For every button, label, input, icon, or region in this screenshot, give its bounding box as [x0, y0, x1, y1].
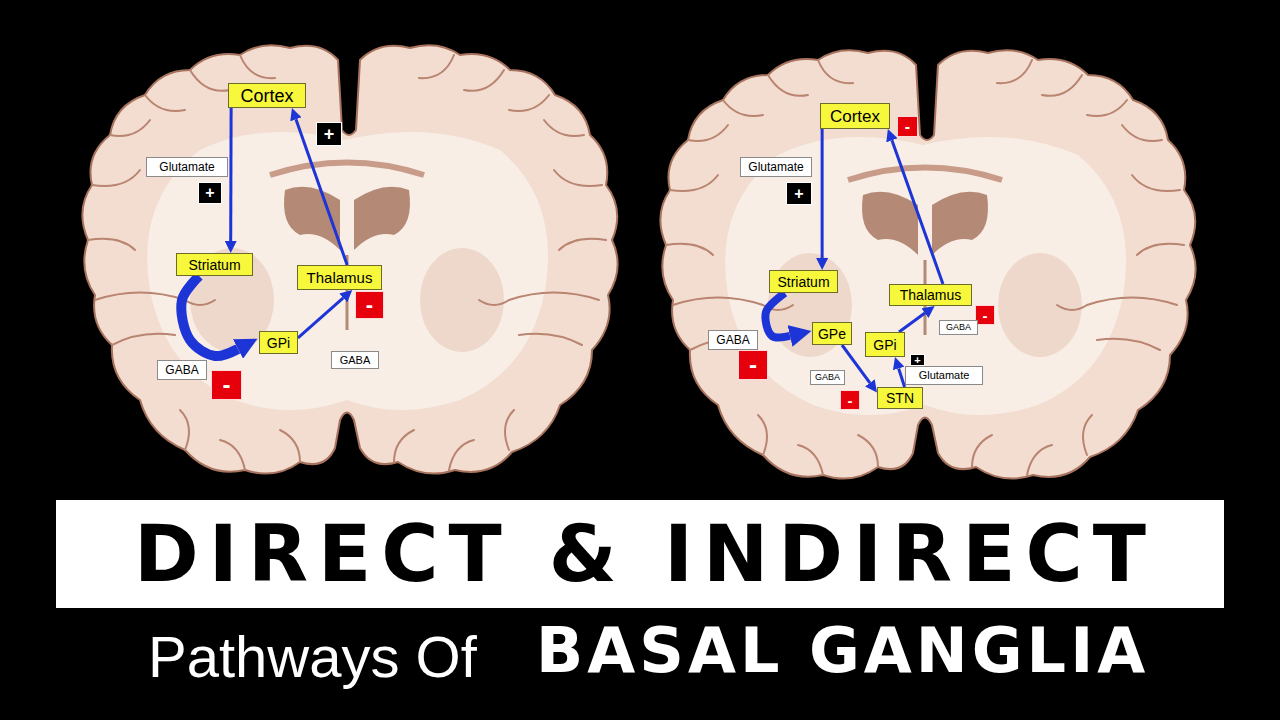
- node-text: +: [794, 186, 803, 202]
- pathway-arrow: [892, 140, 943, 284]
- brain-section: [660, 50, 1195, 478]
- node-text: GABA: [716, 334, 749, 346]
- transmitter-label: GABA: [939, 320, 978, 335]
- node-text: +: [914, 355, 920, 366]
- node-text: GPe: [818, 327, 846, 341]
- node-text: -: [983, 308, 988, 323]
- node-text: Cortex: [240, 87, 293, 105]
- transmitter-label: Glutamate: [905, 366, 983, 385]
- transmitter-label: GABA: [157, 360, 207, 380]
- inhibitory-sign: -: [975, 305, 995, 325]
- node-text: Striatum: [777, 275, 829, 289]
- node-text: -: [366, 294, 373, 316]
- excitatory-sign: +: [198, 182, 222, 204]
- node-text: DIRECT & INDIRECT: [134, 515, 1156, 593]
- inhibitory-sign: -: [840, 390, 860, 410]
- node-text: GABA: [165, 364, 198, 376]
- pathway-arrow: [181, 276, 238, 356]
- transmitter-label: GABA: [331, 351, 379, 369]
- node-text: -: [223, 373, 231, 397]
- node-text: Glutamate: [919, 370, 970, 381]
- transmitter-label: Glutamate: [146, 157, 228, 177]
- pathway-arrow: [821, 129, 824, 258]
- brain-section: [82, 45, 617, 473]
- structure-box: GPe: [812, 322, 852, 345]
- pathway-arrow: [899, 368, 905, 387]
- node-text: Cortex: [830, 108, 880, 125]
- pathway-arrow: [765, 293, 790, 337]
- node-text: STN: [886, 391, 914, 405]
- pathway-arrow: [296, 119, 347, 265]
- node-text: GABA: [340, 355, 371, 366]
- node-text: Thalamus: [900, 288, 961, 302]
- pathway-arrow: [298, 298, 343, 338]
- inhibitory-sign: -: [738, 350, 768, 380]
- subtitle-text: Pathways Of: [148, 628, 477, 686]
- node-text: +: [205, 185, 214, 201]
- node-text: GABA: [815, 373, 840, 382]
- pathway-arrow: [899, 313, 925, 332]
- structure-box: Cortex: [820, 103, 890, 129]
- excitatory-sign: +: [910, 354, 925, 366]
- structure-box: GPi: [259, 331, 298, 354]
- node-text: Glutamate: [159, 161, 214, 173]
- structure-box: Thalamus: [889, 284, 972, 306]
- node-text: GABA: [946, 323, 971, 332]
- structure-box: Cortex: [228, 83, 306, 108]
- node-text: Glutamate: [748, 161, 803, 173]
- node-text: Thalamus: [307, 270, 373, 285]
- node-text: -: [749, 353, 757, 377]
- title-band: DIRECT & INDIRECT: [56, 500, 1224, 608]
- transmitter-label: GABA: [708, 330, 758, 350]
- excitatory-sign: +: [786, 182, 812, 205]
- structure-box: Thalamus: [297, 265, 382, 290]
- structure-box: GPi: [865, 332, 905, 357]
- node-text: -: [848, 393, 853, 408]
- inhibitory-sign: -: [897, 116, 918, 137]
- inhibitory-sign: -: [355, 291, 384, 319]
- excitatory-sign: +: [316, 122, 342, 146]
- pathway-arrow: [229, 108, 232, 241]
- inhibitory-sign: -: [211, 370, 242, 400]
- node-text: GPi: [873, 338, 896, 352]
- structure-box: STN: [877, 387, 923, 409]
- node-text: +: [324, 125, 335, 143]
- subtitle-heading: BASAL GANGLIA: [536, 620, 1149, 682]
- structure-box: Striatum: [176, 253, 253, 276]
- transmitter-label: Glutamate: [740, 157, 812, 177]
- node-text: GPi: [267, 336, 290, 350]
- node-text: Striatum: [188, 258, 240, 272]
- node-text: -: [905, 119, 910, 135]
- transmitter-label: GABA: [810, 370, 845, 385]
- structure-box: Striatum: [769, 270, 838, 293]
